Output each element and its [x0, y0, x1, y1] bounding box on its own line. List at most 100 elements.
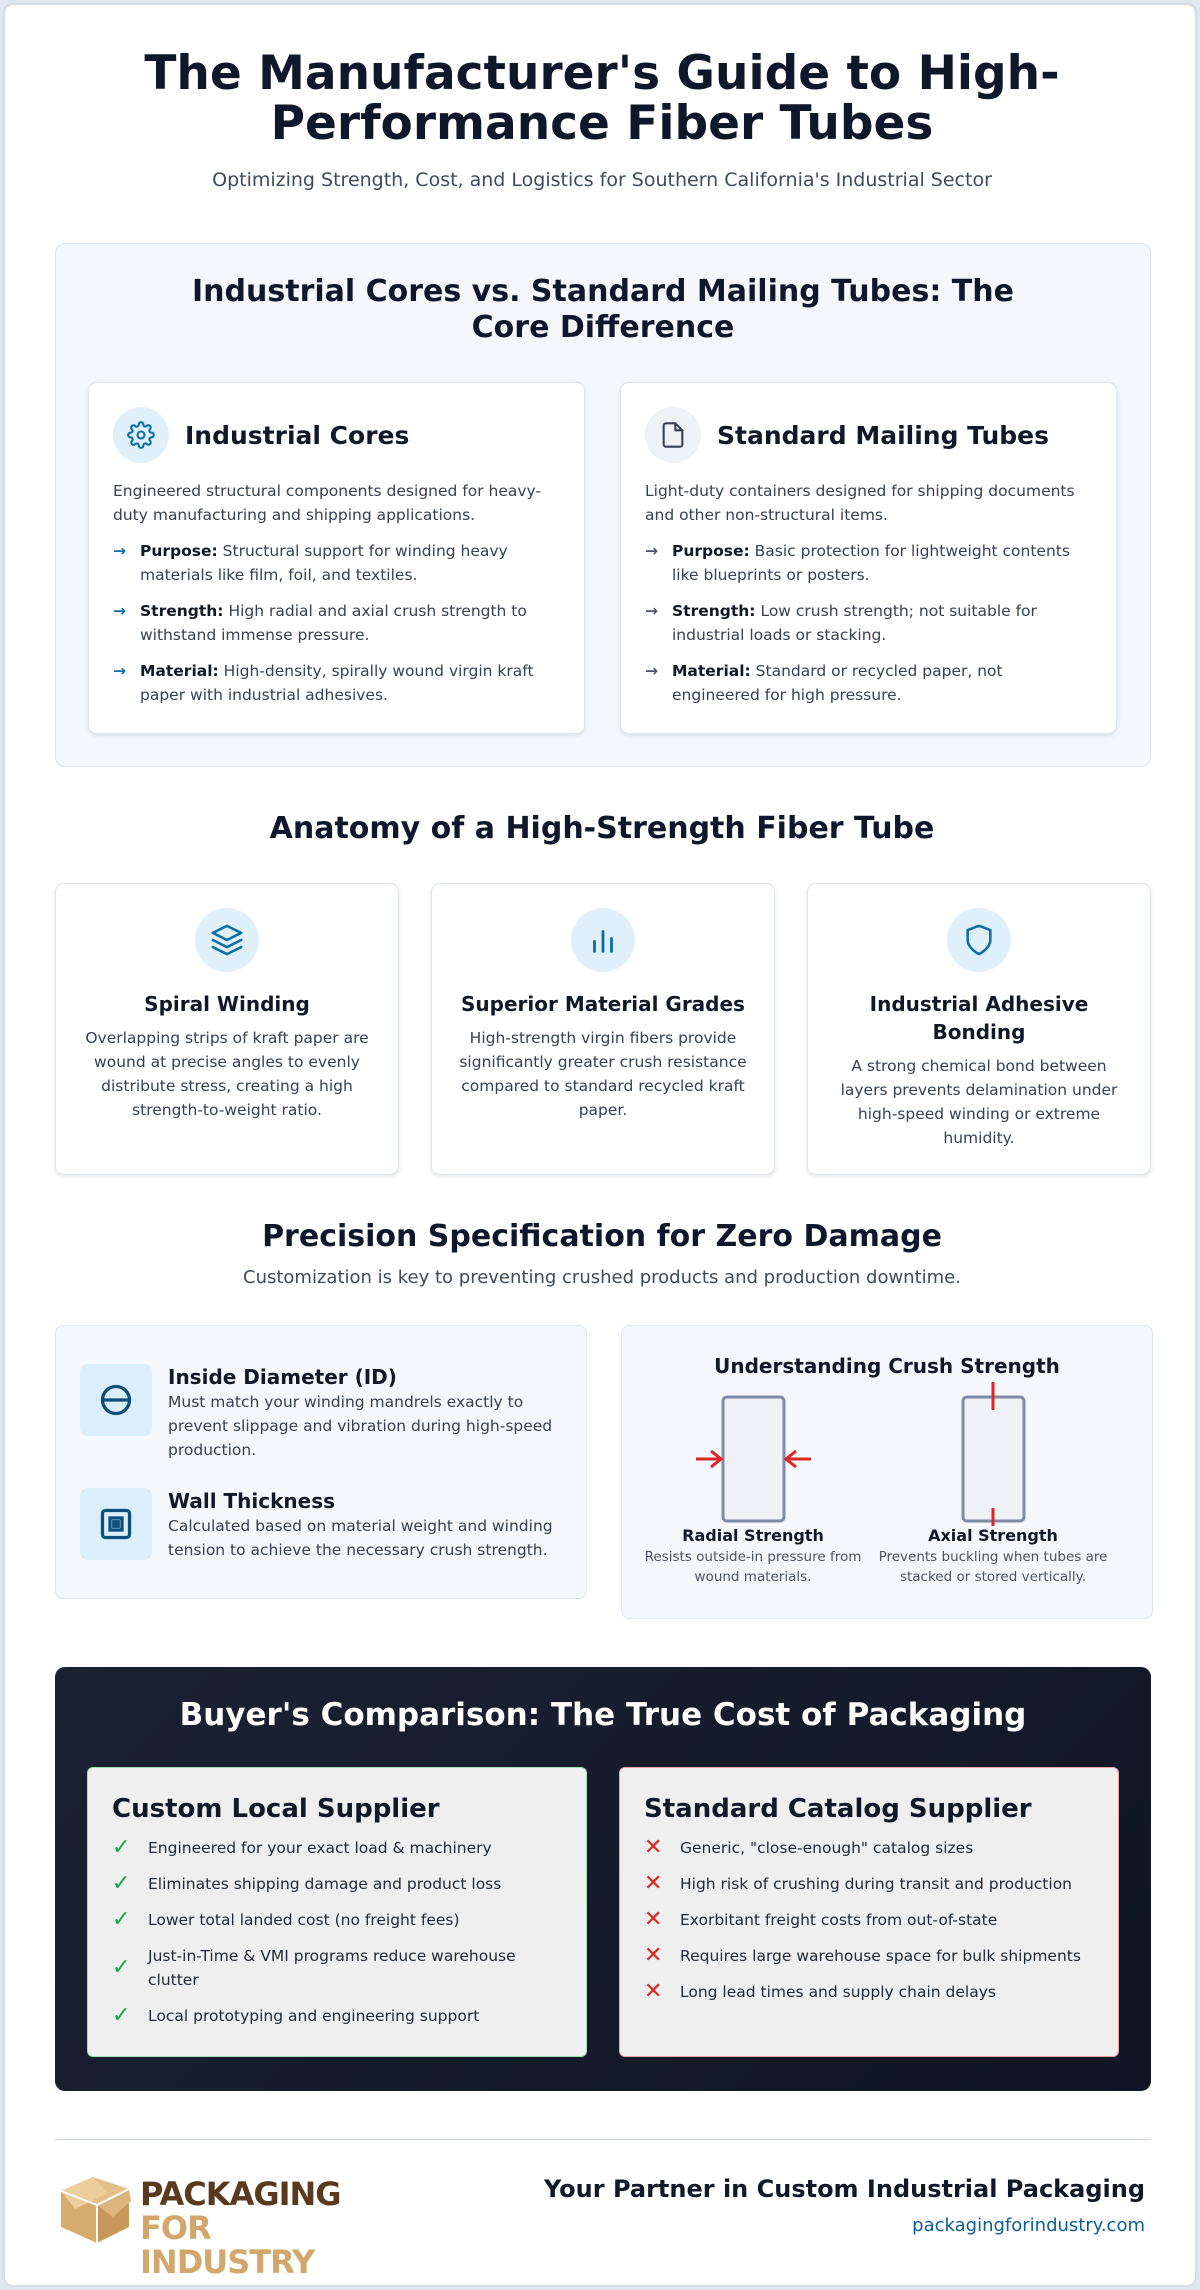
point-label: Material:: [140, 662, 219, 680]
radial-strength: Radial Strength Resists outside-in press…: [633, 1526, 873, 1587]
list-item: ✓Engineered for your exact load & machin…: [112, 1836, 562, 1860]
custom-supplier-list: ✓ Engineered for your exact load & machin…: [112, 1836, 562, 2028]
gear-icon: [113, 407, 169, 463]
arrow-right-icon: →: [113, 662, 126, 680]
list-item: ✓ Lower total landed cost (no freight fee…: [112, 1908, 562, 1932]
feature-text: A strong chemical bond between layers pr…: [840, 1057, 1118, 1147]
item-text: Engineered for your exact load & machine…: [148, 1839, 492, 1857]
crush-strength-diagram: [696, 1382, 1026, 1526]
catalog-supplier-list: ✕Generic, "close-enough" catalog sizes ✕…: [644, 1836, 1094, 2004]
logo-line-1: PACKAGING: [140, 2175, 342, 2213]
feature-card-spiral-winding: Spiral Winding Overlapping strips of kra…: [55, 883, 399, 1175]
check-icon: ✓: [112, 1907, 131, 1932]
item-text: Eliminates shipping damage and product l…: [148, 1875, 502, 1893]
box-logo-icon: [60, 2177, 131, 2243]
page-subtitle: Optimizing Strength, Cost, and Logistics…: [212, 169, 992, 191]
website-link[interactable]: packagingforindustry.com: [912, 2215, 1145, 2236]
diameter-icon: [80, 1364, 152, 1436]
item-text: Lower total landed cost (no freight fees…: [148, 1911, 460, 1929]
arrow-right-icon: →: [113, 542, 126, 560]
bar-chart-icon: [571, 908, 635, 972]
item-text: Exorbitant freight costs from out-of-sta…: [680, 1911, 998, 1929]
precision-heading: Precision Specification for Zero Damage: [262, 1219, 942, 1254]
item-text: Generic, "close-enough" catalog sizes: [680, 1839, 974, 1857]
feature-title: Superior Material Grades: [461, 992, 745, 1016]
point-label: Strength:: [672, 602, 756, 620]
crush-label: Radial Strength: [682, 1526, 824, 1545]
list-item: ✕High risk of crushing during transit an…: [644, 1872, 1094, 1896]
item-text: Local prototyping and engineering suppor…: [148, 2007, 480, 2025]
radial-tube-illustration: [696, 1395, 811, 1523]
list-item: ✓ Eliminates shipping damage and product …: [112, 1872, 562, 1896]
point-text: High radial and axial crush strength to …: [140, 602, 527, 644]
check-icon: ✓: [112, 2003, 131, 2028]
list-item: ✕Requires large warehouse space for bulk…: [644, 1944, 1094, 1968]
point-label: Strength:: [140, 602, 224, 620]
cross-icon: ✕: [644, 1979, 663, 2004]
feature-text: Overlapping strips of kraft paper are wo…: [85, 1029, 369, 1119]
list-item: →Strength: Low crush strength; not suita…: [645, 599, 1092, 647]
point-text: Standard or recycled paper, not engineer…: [672, 662, 1003, 704]
crush-strength-panel: Understanding Crush Strength Radial Stre…: [621, 1325, 1153, 1619]
page-title: The Manufacturer's Guide to High-Perform…: [144, 46, 1060, 151]
spec-wall-thickness: Wall Thickness Calculated based on mater…: [80, 1488, 570, 1562]
point-text: Basic protection for lightweight content…: [672, 542, 1070, 584]
card-title: Standard Mailing Tubes: [717, 420, 1050, 450]
mailing-tubes-card: Standard Mailing Tubes Light-duty contai…: [620, 382, 1117, 734]
feature-card-material-grades: Superior Material Grades High-strength v…: [431, 883, 775, 1175]
arrow-right-icon: →: [645, 542, 658, 560]
wall-thickness-icon: [80, 1488, 152, 1560]
check-icon: ✓: [112, 1871, 131, 1896]
crush-label: Axial Strength: [928, 1526, 1058, 1545]
crush-text: Prevents buckling when tubes are stacked…: [878, 1549, 1108, 1585]
point-text: High-density, spirally wound virgin kraf…: [140, 662, 534, 704]
list-item: ✕Generic, "close-enough" catalog sizes: [644, 1836, 1094, 1860]
card-description: Engineered structural components designe…: [113, 482, 542, 524]
arrow-right-icon: →: [645, 662, 658, 680]
header: The Manufacturer's Guide to High-Perform…: [5, 46, 1199, 192]
list-item: → Strength: High radial and axial crush s…: [113, 599, 560, 647]
item-text: Long lead times and supply chain delays: [680, 1983, 996, 2001]
company-logo: PACKAGING FOR INDUSTRY: [55, 2171, 385, 2279]
spec-text: Must match your winding mandrels exactly…: [168, 1393, 553, 1459]
industrial-cores-card: Industrial Cores Engineered structural c…: [88, 382, 585, 734]
list-item: ✕ Exorbitant freight costs from out-of-st…: [644, 1908, 1094, 1932]
crush-title: Understanding Crush Strength: [714, 1354, 1060, 1378]
supplier-title: Standard Catalog Supplier: [644, 1794, 1032, 1824]
footer-divider: [55, 2139, 1151, 2140]
card-title: Industrial Cores: [185, 420, 410, 450]
card-description: Light-duty containers designed for shipp…: [645, 482, 1075, 524]
spec-title: Wall Thickness: [168, 1489, 336, 1513]
spec-title: Inside Diameter (ID): [168, 1365, 397, 1389]
feature-title: Spiral Winding: [144, 992, 310, 1016]
check-icon: ✓: [112, 1955, 131, 1980]
industrial-cores-points: → Purpose: Structural support for winding…: [113, 539, 560, 707]
arrow-right-icon: →: [113, 602, 126, 620]
section-heading: Industrial Cores vs. Standard Mailing Tu…: [192, 274, 1014, 345]
core-comparison-section: Industrial Cores vs. Standard Mailing Tu…: [55, 243, 1151, 767]
anatomy-heading: Anatomy of a High-Strength Fiber Tube: [269, 811, 935, 846]
document-icon: [645, 407, 701, 463]
mailing-tubes-points: →Purpose: Basic protection for lightweig…: [645, 539, 1092, 707]
item-text: Just-in-Time & VMI programs reduce wareh…: [148, 1947, 516, 1989]
list-item: ✓ Just-in-Time & VMI programs reduce ware…: [112, 1944, 562, 1992]
supplier-title: Custom Local Supplier: [112, 1794, 440, 1824]
axial-strength: Axial Strength Prevents buckling when tu…: [873, 1526, 1113, 1587]
spec-panel: Inside Diameter (ID) Must match your win…: [55, 1325, 587, 1599]
spec-text: Calculated based on material weight and …: [168, 1517, 553, 1559]
buyer-comparison-section: Buyer's Comparison: The True Cost of Pac…: [55, 1667, 1151, 2091]
item-text: High risk of crushing during transit and…: [680, 1875, 1072, 1893]
list-item: ✕ Long lead times and supply chain delays: [644, 1980, 1094, 2004]
feature-card-adhesive-bonding: Industrial Adhesive Bonding A strong che…: [807, 883, 1151, 1175]
point-text: Structural support for winding heavy mat…: [140, 542, 508, 584]
list-item: → Purpose: Structural support for winding…: [113, 539, 560, 587]
cross-icon: ✕: [644, 1943, 663, 1968]
logo-line-2: FOR INDUSTRY: [140, 2209, 315, 2281]
point-label: Purpose:: [140, 542, 218, 560]
feature-text: High-strength virgin fibers provide sign…: [459, 1029, 747, 1119]
cross-icon: ✕: [644, 1907, 663, 1932]
infographic-page: The Manufacturer's Guide to High-Perform…: [3, 3, 1197, 2287]
spec-inside-diameter: Inside Diameter (ID) Must match your win…: [80, 1364, 570, 1462]
shield-icon: [947, 908, 1011, 972]
precision-subheading: Customization is key to preventing crush…: [243, 1267, 961, 1288]
